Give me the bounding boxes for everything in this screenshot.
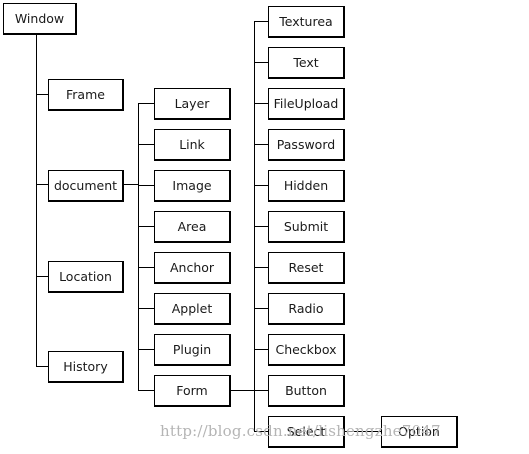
node-form: Form <box>154 375 231 407</box>
watermark-url: http://blog.csdn.net/lishengzhe7047 <box>160 422 441 440</box>
node-reset: Reset <box>268 252 345 284</box>
node-layer: Layer <box>154 88 231 120</box>
node-checkbox: Checkbox <box>268 334 345 366</box>
node-submit: Submit <box>268 211 345 243</box>
node-link: Link <box>154 129 231 161</box>
node-location: Location <box>48 261 124 293</box>
node-image: Image <box>154 170 231 202</box>
node-applet: Applet <box>154 293 231 325</box>
node-radio: Radio <box>268 293 345 325</box>
node-password: Password <box>268 129 345 161</box>
node-document: document <box>48 170 124 202</box>
node-area: Area <box>154 211 231 243</box>
node-hidden: Hidden <box>268 170 345 202</box>
node-select: Select <box>268 416 345 448</box>
node-button: Button <box>268 375 345 407</box>
node-window: Window <box>3 3 77 35</box>
node-anchor: Anchor <box>154 252 231 284</box>
node-plugin: Plugin <box>154 334 231 366</box>
node-option: Option <box>381 416 458 448</box>
node-text: Text <box>268 47 345 79</box>
node-frame: Frame <box>48 79 124 111</box>
node-texturea: Texturea <box>268 6 345 38</box>
node-fileupload: FileUpload <box>268 88 345 120</box>
node-history: History <box>48 351 124 383</box>
